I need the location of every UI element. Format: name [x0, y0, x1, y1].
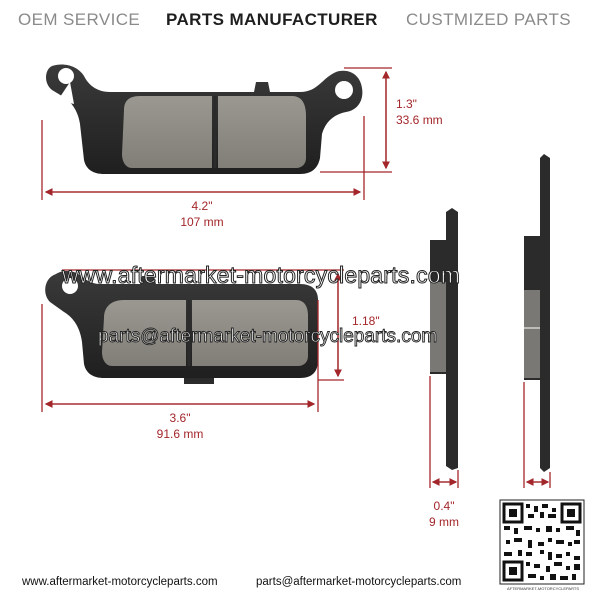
side-profile-right — [524, 154, 550, 472]
pad1-dimension-lines — [41, 67, 392, 200]
pad1-height-label: 1.3" 33.6 mm — [396, 96, 443, 128]
footer-email: parts@aftermarket-motorcycleparts.com — [256, 576, 462, 588]
pad1-width-mm: 107 mm — [180, 215, 224, 229]
pad2-width-inches: 3.6" — [169, 411, 191, 425]
pad2-height-label: 1.18" — [352, 313, 380, 329]
brake-pad-large — [46, 64, 363, 174]
qr-code — [499, 499, 585, 585]
pad1-height-inches: 1.3" — [396, 97, 417, 111]
header-oem-service: OEM SERVICE — [18, 10, 141, 29]
header-parts-manufacturer: PARTS MANUFACTURER — [166, 10, 378, 29]
watermark-email: parts@aftermarket-motorcycleparts.com — [98, 326, 438, 348]
pad1-height-mm: 33.6 mm — [396, 113, 443, 127]
brake-pad-small — [45, 271, 318, 384]
thickness-label: 0.4" 9 mm — [424, 498, 464, 530]
side-profile-left — [430, 208, 458, 470]
watermark-url: www.aftermarket-motorcycleparts.com — [61, 262, 461, 289]
pad1-width-inches: 4.2" — [191, 199, 213, 213]
side-profile-left-dimension — [429, 376, 459, 488]
pad1-width-label: 4.2" 107 mm — [172, 198, 232, 230]
side-profile-right-dimension — [523, 382, 551, 488]
qr-caption: AFTERMARKET-MOTORCYCLEPARTS — [506, 586, 579, 591]
pad2-height-inches: 1.18" — [352, 314, 380, 328]
pad2-width-label: 3.6" 91.6 mm — [150, 410, 210, 442]
footer-url: www.aftermarket-motorcycleparts.com — [22, 576, 218, 588]
pad2-dimension-lines — [41, 269, 344, 412]
pad2-width-mm: 91.6 mm — [156, 427, 204, 441]
thickness-inches: 0.4" — [433, 499, 455, 513]
header-customized-parts: CUSTMIZED PARTS — [406, 10, 571, 29]
thickness-mm: 9 mm — [429, 515, 459, 529]
